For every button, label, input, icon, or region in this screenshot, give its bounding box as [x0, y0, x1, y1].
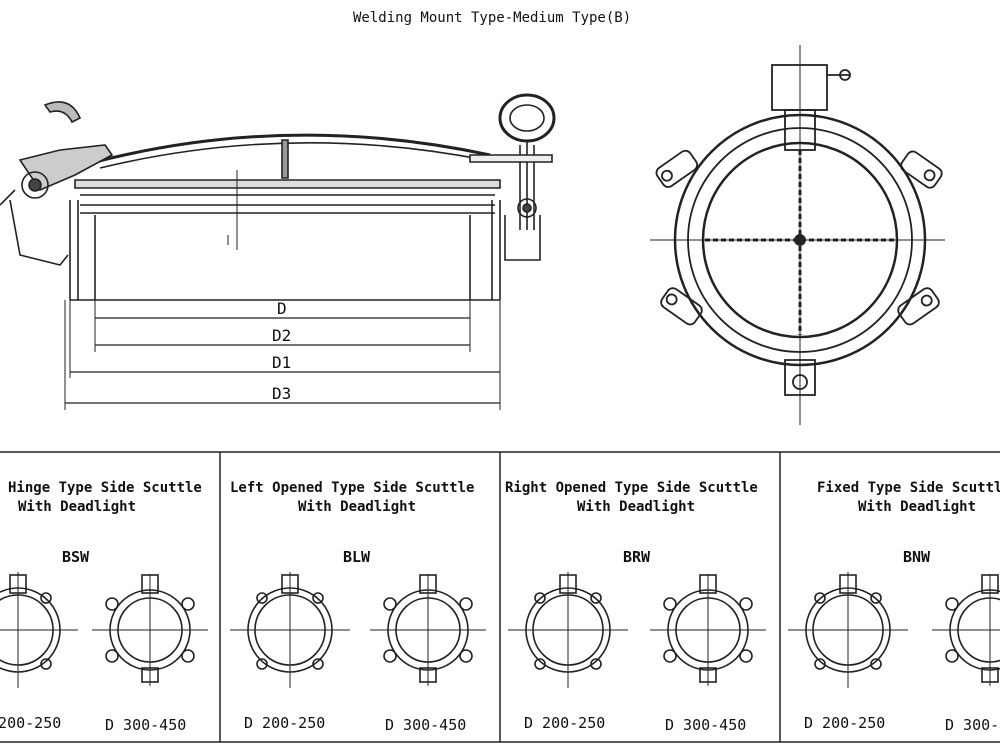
variant-cell-bsw: Hinge Type Side Scuttle With Deadlight B…: [0, 480, 202, 734]
variant-title-line2: With Deadlight: [18, 499, 136, 515]
variant-range-small: D 200-250: [524, 714, 605, 732]
variant-range-small: D 200-250: [804, 714, 885, 732]
side-section-view: [0, 93, 556, 410]
variant-table: [0, 451, 1000, 743]
variant-title-line2: With Deadlight: [298, 499, 416, 515]
variant-range-large: D 300-450: [945, 716, 1000, 734]
scuttle-icon-blw-small: [229, 571, 351, 689]
variant-code: BLW: [343, 548, 371, 566]
variant-title-line1: Fixed Type Side Scuttle: [817, 480, 1000, 496]
variant-code: BSW: [62, 548, 90, 566]
variant-range-large: D 300-450: [385, 716, 466, 734]
variant-title-line2: With Deadlight: [577, 499, 695, 515]
scuttle-icon-blw-large: [369, 573, 487, 687]
variant-code: BNW: [903, 548, 931, 566]
drawing-title: Welding Mount Type-Medium Type(B): [353, 10, 631, 26]
scuttle-icon-bsw-small: [0, 571, 79, 689]
dim-label-d3: D3: [272, 384, 291, 403]
variant-range-large: D 300-450: [665, 716, 746, 734]
variant-cell-bnw: Fixed Type Side Scuttle With Deadlight B…: [804, 480, 1000, 734]
scuttle-icon-bsw-large: [91, 573, 209, 687]
variant-range-large: D 300-450: [105, 716, 186, 734]
variant-title-line1: Hinge Type Side Scuttle: [8, 480, 202, 496]
dim-label-d: D: [277, 299, 287, 318]
variant-title-line1: Right Opened Type Side Scuttle: [505, 480, 758, 496]
variant-range-small: D 200-250: [244, 714, 325, 732]
variant-title-line1: Left Opened Type Side Scuttle: [230, 480, 474, 496]
variant-cell-brw: Right Opened Type Side Scuttle With Dead…: [505, 480, 758, 734]
variant-range-small: D 200-250: [0, 714, 61, 732]
scuttle-icon-brw-small: [507, 571, 629, 689]
variant-title-line2: With Deadlight: [858, 499, 976, 515]
variant-code: BRW: [623, 548, 651, 566]
scuttle-icon-brw-large: [649, 573, 767, 687]
dim-label-d2: D2: [272, 326, 291, 345]
scuttle-icon-bnw-small: [787, 571, 909, 689]
front-view: [650, 45, 945, 425]
scuttle-icon-bnw-large: [931, 573, 1000, 687]
variant-cell-blw: Left Opened Type Side Scuttle With Deadl…: [230, 480, 474, 734]
dim-label-d1: D1: [272, 353, 291, 372]
